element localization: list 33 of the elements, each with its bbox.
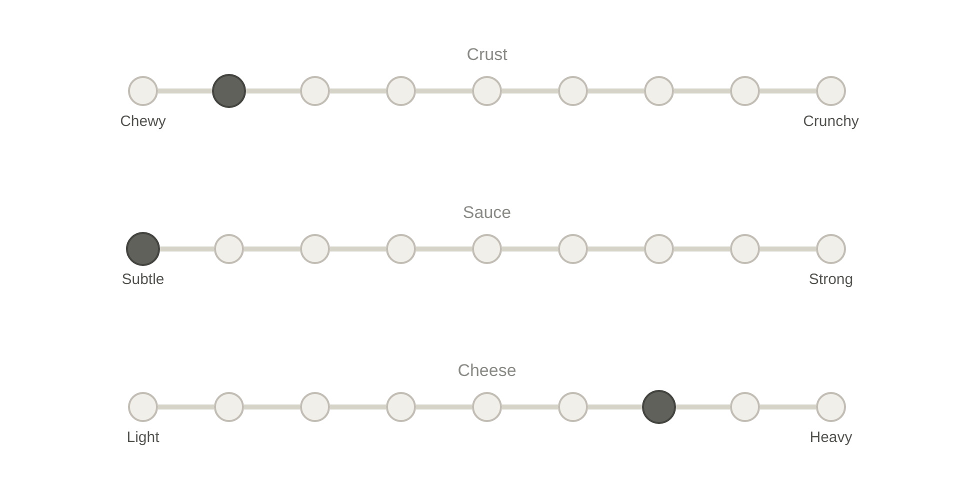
slider-track <box>330 404 386 410</box>
slider-track <box>330 88 386 94</box>
scale-end-label: Subtle <box>122 270 164 290</box>
slider-track <box>674 246 730 252</box>
slider-track <box>502 246 558 252</box>
slider-track <box>760 88 816 94</box>
slider-track <box>330 246 386 252</box>
slider-track <box>502 404 558 410</box>
slider-track <box>158 404 214 410</box>
slider-track <box>246 88 300 94</box>
scale-end-label: Crunchy <box>803 112 859 132</box>
slider-track <box>588 246 644 252</box>
scale-title: Crust <box>466 44 508 66</box>
slider-track <box>158 88 212 94</box>
slider-track <box>676 404 730 410</box>
slider-track <box>588 404 642 410</box>
slider-track <box>160 246 214 252</box>
scale-end-label: Strong <box>808 270 854 290</box>
slider-track <box>674 88 730 94</box>
slider-track <box>416 88 472 94</box>
scale-end-label: Light <box>126 428 160 448</box>
slider-track <box>416 404 472 410</box>
slider-track <box>760 404 816 410</box>
scale-end-label: Heavy <box>810 428 852 448</box>
slider-track <box>244 404 300 410</box>
slider-track <box>760 246 816 252</box>
scale-title: Cheese <box>458 360 516 382</box>
slider-track <box>244 246 300 252</box>
slider-track <box>502 88 558 94</box>
slider-track <box>416 246 472 252</box>
scale-end-label: Chewy <box>120 112 166 132</box>
slider-track <box>588 88 644 94</box>
scale-title: Sauce <box>462 202 512 224</box>
